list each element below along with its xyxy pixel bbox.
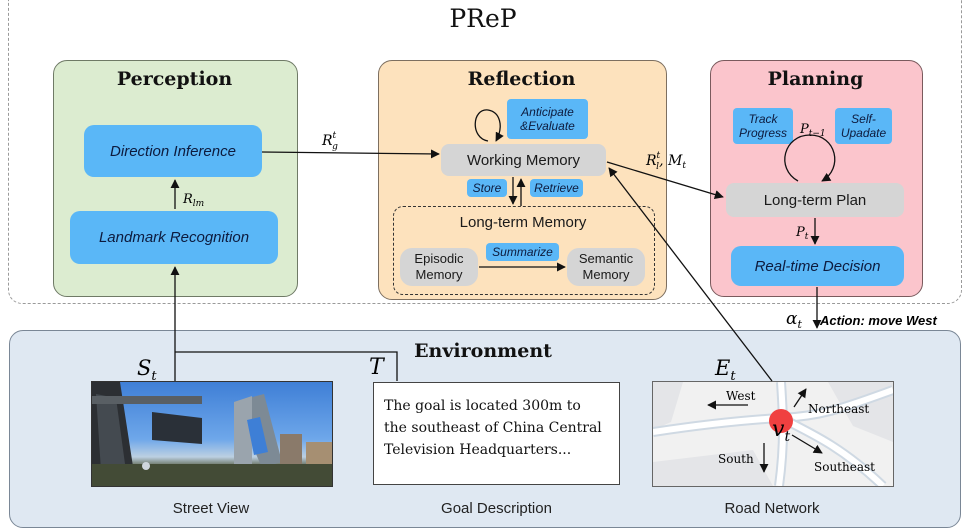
map-northeast-label: Northeast bbox=[808, 402, 869, 416]
real-time-decision-box: Real-time Decision bbox=[731, 246, 904, 286]
track-progress-tag: Track Progress bbox=[733, 108, 793, 144]
plan-self-loop bbox=[784, 134, 836, 182]
goal-description-text: The goal is located 300m to the southeas… bbox=[373, 382, 620, 485]
planning-title: Planning bbox=[767, 68, 864, 90]
goal-description-caption: Goal Description bbox=[441, 500, 552, 517]
alpha-label: αt bbox=[786, 309, 802, 331]
long-term-memory-title: Long-term Memory bbox=[459, 214, 587, 231]
line-goal-to-perception bbox=[175, 351, 398, 381]
t-label: T bbox=[369, 355, 386, 380]
long-term-plan-box: Long-term Plan bbox=[726, 183, 904, 217]
street-view-caption: Street View bbox=[172, 500, 250, 517]
p-prev-label: Pt−1 bbox=[799, 122, 826, 139]
summarize-tag: Summarize bbox=[486, 243, 559, 261]
reflection-title: Reflection bbox=[467, 68, 576, 90]
rlm-label: Rlm bbox=[182, 192, 204, 209]
map-southeast-label: Southeast bbox=[814, 460, 875, 474]
et-label: Et bbox=[714, 356, 736, 384]
environment-title: Environment bbox=[414, 340, 552, 362]
action-label: Action: move West bbox=[819, 313, 937, 328]
map-arrow-northeast bbox=[793, 388, 807, 408]
episodic-memory-box: Episodic Memory bbox=[400, 248, 478, 286]
working-memory-self-loop bbox=[474, 109, 504, 142]
direction-inference-box: Direction Inference bbox=[84, 125, 262, 177]
pt-label: Pt bbox=[795, 225, 809, 242]
landmark-recognition-box: Landmark Recognition bbox=[70, 211, 278, 264]
arrow-road-to-working-memory bbox=[608, 167, 773, 382]
st-label: St bbox=[137, 356, 157, 384]
long-term-memory-frame bbox=[393, 206, 655, 295]
road-network-caption: Road Network bbox=[724, 500, 820, 517]
prep-frame bbox=[8, 0, 962, 304]
working-memory-box: Working Memory bbox=[441, 144, 606, 176]
self-update-tag: Self-Upadate bbox=[835, 108, 892, 144]
store-tag: Store bbox=[467, 179, 507, 197]
current-node-marker bbox=[769, 409, 793, 433]
vt-label: vt bbox=[772, 417, 790, 445]
page-title: PReP bbox=[449, 4, 517, 33]
perception-title: Perception bbox=[116, 68, 233, 90]
map-south-label: South bbox=[718, 452, 754, 466]
map-arrow-southeast bbox=[791, 434, 823, 454]
anticipate-evaluate-tag: Anticipate &Evaluate bbox=[507, 99, 588, 139]
street-view-image bbox=[91, 381, 333, 487]
semantic-memory-box: Semantic Memory bbox=[567, 248, 645, 286]
arrow-direction-to-working-memory bbox=[261, 149, 440, 159]
map-west-label: West bbox=[726, 389, 756, 403]
retrieve-tag: Retrieve bbox=[530, 179, 583, 197]
arrow-working-memory-to-plan bbox=[606, 161, 724, 199]
